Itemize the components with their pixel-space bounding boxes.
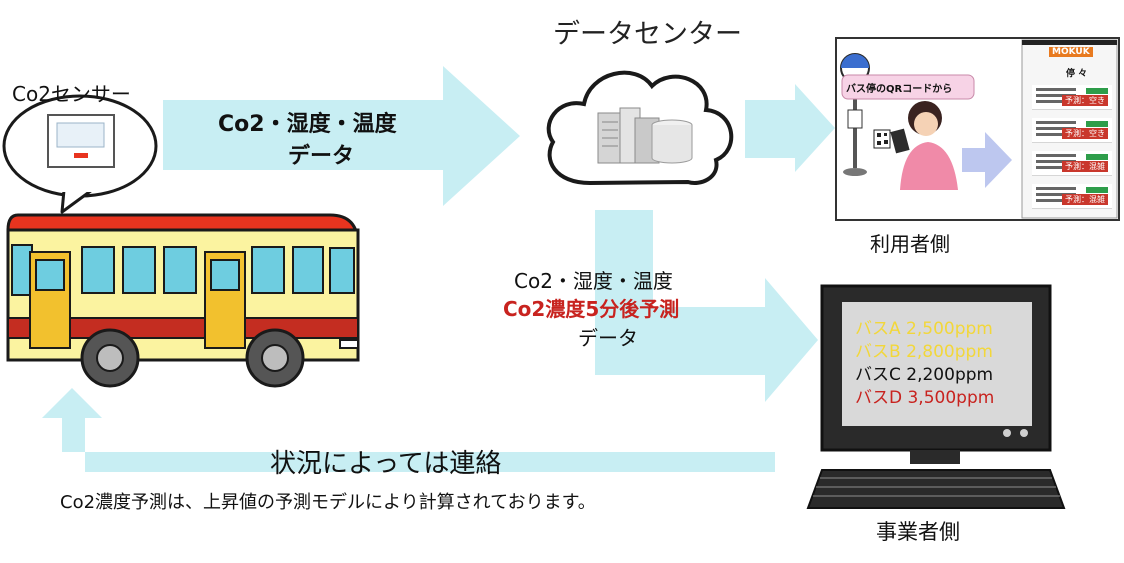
monitor-line-bus-a: バスA 2,500ppm bbox=[855, 319, 993, 339]
arrow-person-to-app bbox=[962, 132, 1012, 188]
qr-code-icon bbox=[873, 129, 891, 149]
app-logo: MOKUK bbox=[1049, 47, 1093, 57]
monitor-line-bus-b: バスB 2,800ppm bbox=[855, 342, 993, 362]
sensor-label: Co2センサー bbox=[12, 82, 131, 106]
arrow-datacenter-to-user bbox=[745, 84, 835, 172]
top-arrow-line2: データ bbox=[288, 144, 355, 169]
sensor-icon bbox=[47, 114, 115, 168]
arrow-operator-to-bus bbox=[42, 388, 775, 472]
footnote: Co2濃度予測は、上昇値の予測モデルにより計算されております。 bbox=[60, 492, 596, 513]
mid-arrow-line3: データ bbox=[578, 326, 638, 350]
person-icon bbox=[890, 101, 958, 190]
computer-icon bbox=[806, 284, 1066, 509]
app-header: 停 々 bbox=[1066, 69, 1088, 79]
operator-side-label: 事業者側 bbox=[876, 520, 960, 544]
datacenter-title: データセンター bbox=[553, 19, 742, 50]
monitor-line-bus-c: バスC 2,200ppm bbox=[855, 365, 994, 385]
top-arrow-line1: Co2・湿度・温度 bbox=[218, 112, 397, 137]
app-list-item: 予測：混雑 bbox=[1032, 151, 1112, 176]
arrow-datacenter-to-operator bbox=[595, 210, 818, 402]
app-list-item: 予測：空き bbox=[1032, 118, 1112, 143]
bus-icon bbox=[6, 213, 360, 388]
server-icon bbox=[597, 107, 693, 164]
mid-arrow-line2: Co2濃度5分後予測 bbox=[503, 297, 680, 321]
predict-label: 予測：空き bbox=[1062, 95, 1108, 106]
mid-arrow-line1: Co2・湿度・温度 bbox=[514, 269, 673, 293]
predict-label: 予測：混雑 bbox=[1062, 194, 1108, 205]
qr-bubble-text: バス停のQRコードから bbox=[846, 84, 953, 95]
arrow-bus-to-datacenter bbox=[163, 66, 520, 206]
monitor-line-bus-d: バスD 3,500ppm bbox=[855, 388, 995, 408]
app-list-item: 予測：空き bbox=[1032, 85, 1112, 110]
bottom-arrow-label: 状況によっては連絡 bbox=[270, 449, 502, 479]
app-list-item: 予測：混雑 bbox=[1032, 184, 1112, 209]
predict-label: 予測：混雑 bbox=[1062, 161, 1108, 172]
user-side-label: 利用者側 bbox=[870, 232, 950, 256]
predict-label: 予測：空き bbox=[1062, 128, 1108, 139]
